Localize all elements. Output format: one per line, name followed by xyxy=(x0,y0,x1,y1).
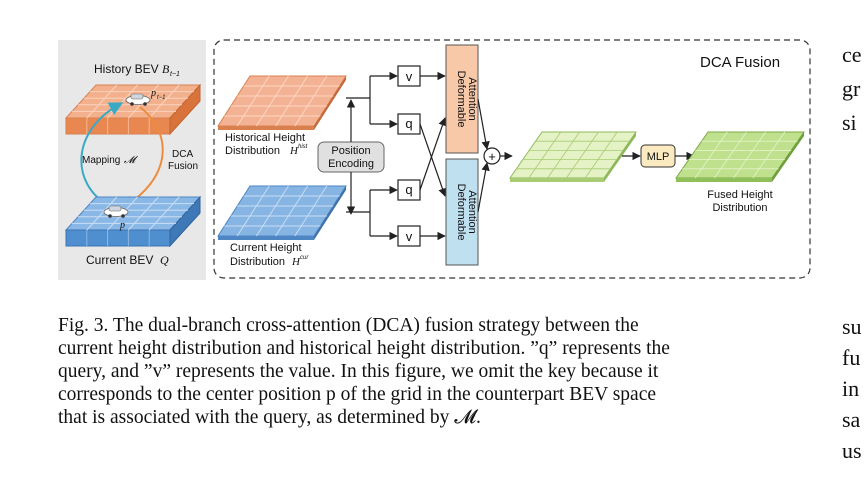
fusion-label-line2: Fusion xyxy=(168,161,198,172)
caption-line-2: current height distribution and historic… xyxy=(58,338,670,359)
deformable-attention-historical xyxy=(445,44,479,154)
side-fragment-bottom-5: us xyxy=(842,438,862,463)
left-panel: History BEV B t−1 xyxy=(58,40,206,280)
car-icon-current xyxy=(103,205,129,218)
main-panel: DCA Fusion Historical Height Distributio… xyxy=(213,39,811,279)
history-bev-subscript: t−1 xyxy=(170,71,180,78)
mapping-symbol: 𝓜 xyxy=(124,155,139,166)
fusion-label-line1: DCA xyxy=(172,149,193,160)
current-bev-symbol: Q xyxy=(160,253,169,267)
current-superscript: cur xyxy=(300,255,309,261)
caption-line-1: Fig. 3. The dual-branch cross-attention … xyxy=(58,315,639,336)
side-fragment-top-1: ce xyxy=(842,42,862,67)
v-label-current: v xyxy=(406,229,413,244)
side-fragment-bottom-2: fu xyxy=(842,345,861,370)
deformable-attention-current xyxy=(445,158,479,266)
point-current-label: p xyxy=(119,220,125,231)
q-label-historical: q xyxy=(405,116,412,131)
figure-dca-fusion: History BEV B t−1 xyxy=(58,39,811,280)
caption-line-3: query, and ”v” represents the value. In … xyxy=(58,361,659,382)
dca-fusion-frame xyxy=(213,39,811,279)
side-fragment-top-2: gr xyxy=(842,76,861,101)
current-height-grid xyxy=(217,185,347,240)
current-label-line1: Current Height xyxy=(230,242,302,254)
historical-height-grid xyxy=(217,75,347,130)
history-bev-label: History BEV xyxy=(94,62,159,76)
current-bev-block xyxy=(64,195,202,248)
side-fragment-top-3: si xyxy=(842,110,857,135)
sum-label: + xyxy=(488,149,496,164)
intermediate-fused-grid xyxy=(509,131,637,182)
caption-line-5: that is associated with the query, as de… xyxy=(58,407,481,428)
historical-superscript: hist xyxy=(298,144,308,150)
position-encoding-line2: Encoding xyxy=(328,158,374,170)
q-label-current: q xyxy=(405,182,412,197)
current-symbol: H xyxy=(291,256,301,268)
position-encoding-line1: Position xyxy=(331,145,370,157)
side-fragment-bottom-1: su xyxy=(842,314,862,339)
current-label-line2: Distribution xyxy=(230,256,285,268)
historical-symbol: H xyxy=(289,145,299,157)
fused-label-line2: Distribution xyxy=(712,202,767,214)
history-bev-symbol: B xyxy=(162,62,170,76)
mapping-label: Mapping xyxy=(82,155,120,166)
deformable-historical-line1: Deformable xyxy=(455,71,467,128)
fused-height-grid xyxy=(675,131,805,182)
point-history-subscript: t−1 xyxy=(157,95,166,101)
v-label-historical: v xyxy=(406,69,413,84)
car-icon-history xyxy=(125,93,151,106)
deformable-historical-line2: Attention xyxy=(466,77,478,120)
caption-line-4: corresponds to the center position p of … xyxy=(58,384,657,405)
historical-label-line2: Distribution xyxy=(225,145,280,157)
side-fragment-bottom-3: in xyxy=(842,376,860,401)
deformable-current-line2: Attention xyxy=(466,190,478,233)
figure-caption: Fig. 3. The dual-branch cross-attention … xyxy=(58,314,808,429)
dca-fusion-title: DCA Fusion xyxy=(700,54,780,71)
current-bev-label: Current BEV xyxy=(86,253,153,267)
mlp-label: MLP xyxy=(647,151,670,163)
point-history-label: p xyxy=(150,88,156,99)
fused-label-line1: Fused Height xyxy=(707,189,772,201)
deformable-current-line1: Deformable xyxy=(455,184,467,241)
side-fragment-bottom-4: sa xyxy=(842,407,861,432)
historical-label-line1: Historical Height xyxy=(225,132,305,144)
